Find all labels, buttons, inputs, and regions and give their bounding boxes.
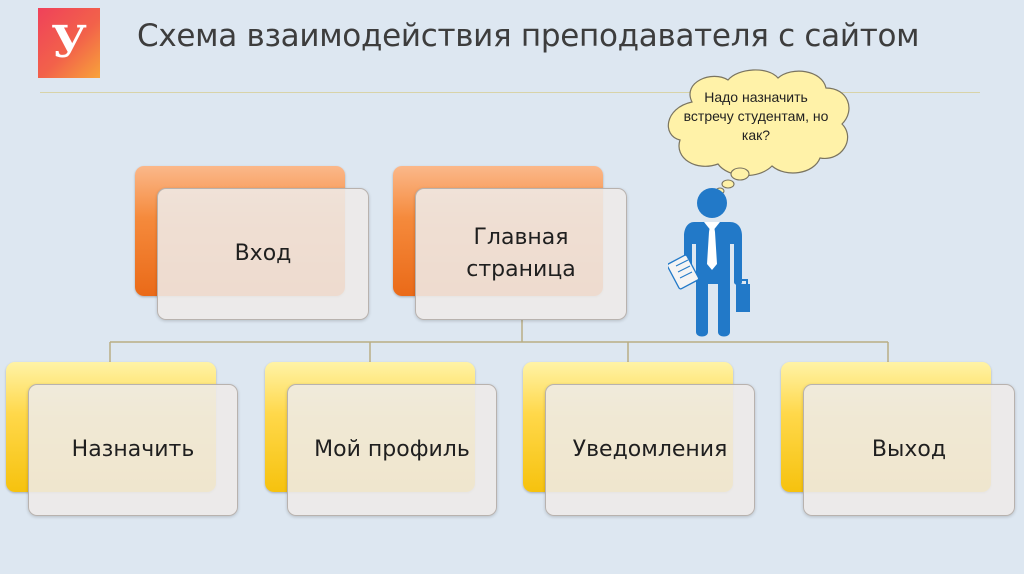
briefcase-icon [736, 284, 750, 312]
node-notifications-label: Уведомления [572, 437, 728, 463]
node-my-profile-label: Мой профиль [314, 437, 470, 463]
document-icon [668, 254, 700, 290]
node-login-box: Вход [157, 188, 369, 320]
logo-letter: У [51, 17, 87, 68]
thought-bubble-text: Надо назначить встречу студентам, но как… [683, 89, 829, 143]
node-notifications-box: Уведомления [545, 384, 755, 516]
node-home-page-label: Главная страница [466, 225, 576, 282]
node-exit-label: Выход [871, 437, 947, 463]
thought-bubble [667, 69, 850, 195]
node-exit-box: Выход [803, 384, 1015, 516]
thought-cloud [667, 69, 850, 177]
teacher-person-icon [668, 188, 750, 337]
title-divider [40, 92, 980, 93]
person-head [697, 188, 727, 218]
node-home-page-box: Главная страница [415, 188, 627, 320]
thought-dot-large [730, 167, 750, 181]
node-assign-label: Назначить [71, 437, 195, 463]
node-login-label: Вход [234, 241, 292, 267]
university-logo: У [38, 8, 100, 78]
slide-title: Схема взаимодействия преподавателя с сай… [137, 18, 920, 54]
tie-icon [707, 226, 717, 270]
node-assign-box: Назначить [28, 384, 238, 516]
person-body [684, 222, 742, 337]
thought-dot-medium [721, 179, 735, 189]
node-my-profile-box: Мой профиль [287, 384, 497, 516]
